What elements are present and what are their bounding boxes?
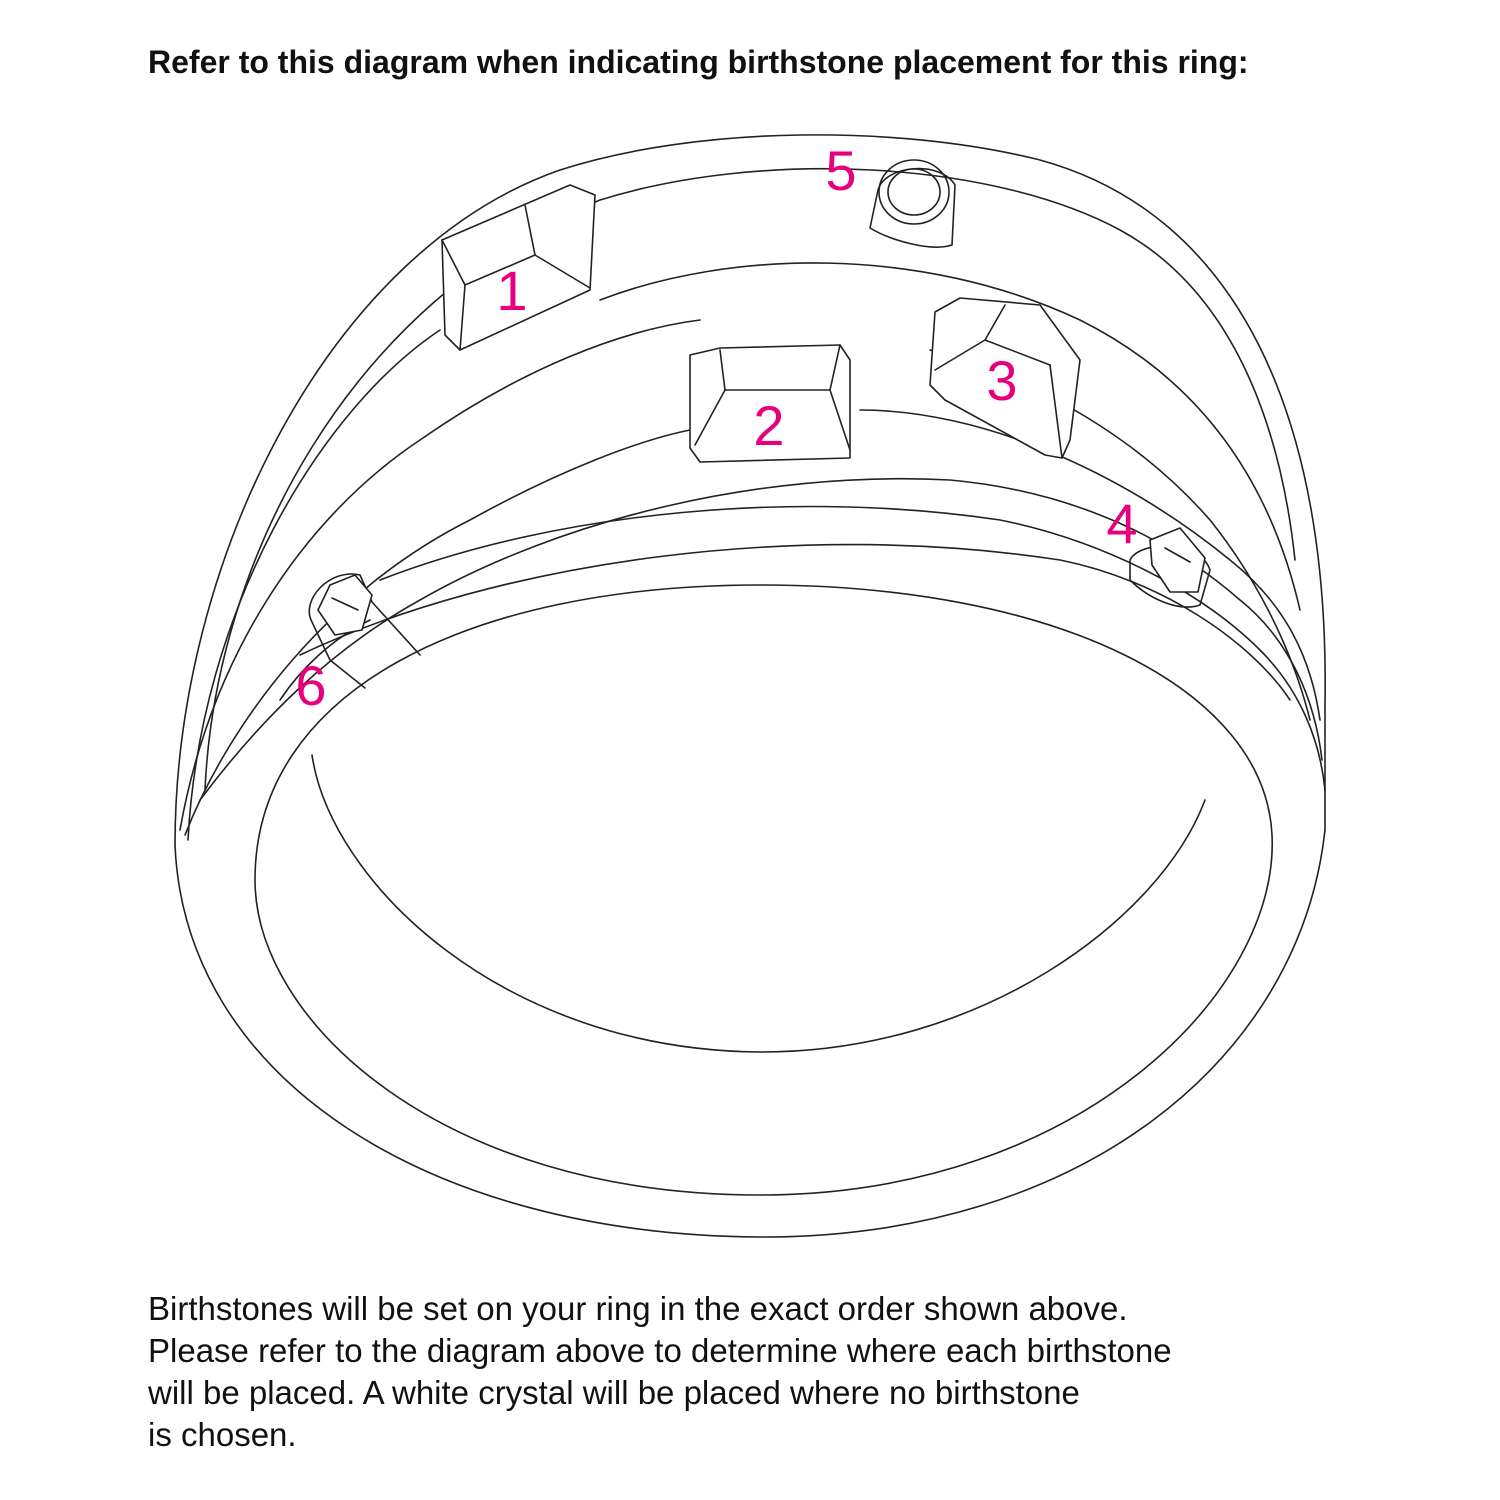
stone-5-setting (869, 159, 956, 248)
band-groove-2 (187, 262, 1301, 841)
stone-3-setting (929, 297, 1081, 459)
instructions-text: Birthstones will be set on your ring in … (148, 1288, 1448, 1456)
stone-4-setting (1129, 527, 1211, 608)
stone-1-setting (441, 184, 596, 351)
diagram-heading: Refer to this diagram when indicating bi… (148, 44, 1249, 80)
stone-2-setting (689, 344, 851, 463)
ring-inner-back (311, 754, 1206, 1053)
instructions-line-3: will be placed. A white crystal will be … (148, 1374, 1080, 1411)
band-groove-1 (204, 167, 1296, 791)
stone-label-5: 5 (825, 139, 856, 202)
ring-band-outer (174, 829, 1326, 1238)
ring-outer-outline (174, 134, 1326, 846)
stone-label-1: 1 (496, 259, 527, 322)
stone-label-6: 6 (295, 654, 326, 717)
instructions-line-4: is chosen. (148, 1416, 297, 1453)
instructions-line-1: Birthstones will be set on your ring in … (148, 1290, 1128, 1327)
band-groove-4 (184, 409, 1321, 836)
instructions-line-2: Please refer to the diagram above to det… (148, 1332, 1172, 1369)
stone-6-setting (308, 573, 421, 689)
stone-label-4: 4 (1106, 492, 1137, 555)
stone-label-2: 2 (753, 394, 784, 457)
ring-inner-opening (254, 584, 1273, 1196)
stone-label-3: 3 (986, 349, 1017, 412)
band-groove-7 (299, 543, 1291, 701)
band-groove-5 (199, 477, 1323, 801)
